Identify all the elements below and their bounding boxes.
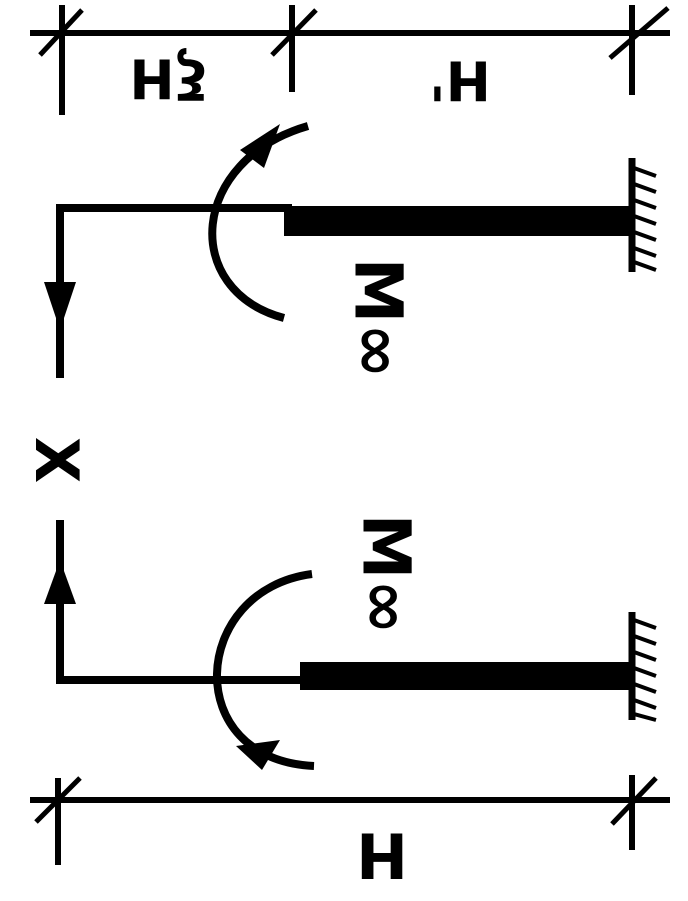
bottom-cantilever	[56, 520, 657, 722]
force-arrow-up	[44, 560, 76, 604]
moment-arc-top	[208, 122, 310, 322]
top-dim-right-label: H'	[429, 49, 491, 112]
top-dim-left-label: ξH	[129, 47, 206, 110]
moment-arc-bottom	[213, 570, 315, 770]
force-label: X	[21, 437, 91, 483]
force-arrow-down	[44, 282, 76, 330]
moment-top-label: M∞	[340, 258, 417, 379]
moment-bottom-label: M∞	[348, 514, 425, 635]
top-dimension-line	[30, 5, 670, 115]
bottom-dim-label: H	[356, 819, 408, 892]
bottom-dimension-line	[30, 775, 670, 865]
